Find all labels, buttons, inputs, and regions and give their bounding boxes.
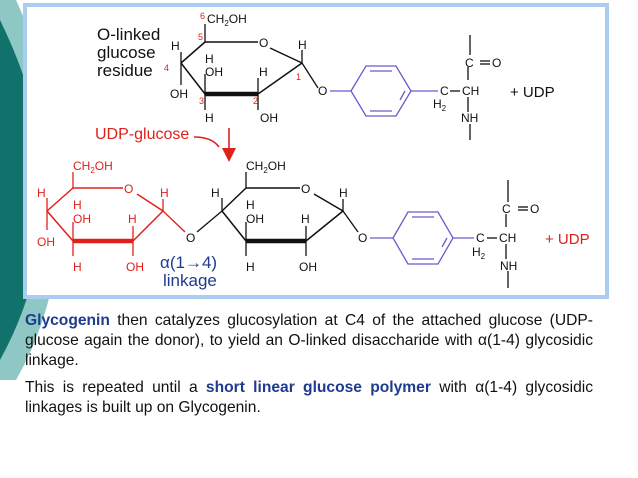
linkage-label: linkage <box>163 271 217 290</box>
top-ch2oh: CH2OH <box>207 12 247 28</box>
left-h-c4: H <box>37 186 46 200</box>
left-ch2oh: CH2OH <box>73 159 113 175</box>
top-oh-c2-bottom: OH <box>260 111 278 125</box>
top-link-oxygen: O <box>318 84 327 98</box>
bottom-carbonyl-o: O <box>530 202 539 216</box>
left-oh-bottom: OH <box>126 260 144 274</box>
top-c3-number: 3 <box>199 96 204 106</box>
top-carbonyl-c: C <box>465 56 474 70</box>
top-tyrosine-chain <box>450 35 490 140</box>
bottom-carbonyl-c: C <box>502 202 511 216</box>
top-c4-number: 4 <box>164 63 169 73</box>
bottom-c-label: C <box>476 231 485 245</box>
left-oh-c4: OH <box>37 235 55 249</box>
top-c-label: C <box>440 84 449 98</box>
right-oh-c4-mid: OH <box>246 212 264 226</box>
bottom-structure: CH2OH O H H H OH H OH H OH O α(1→4) link… <box>37 159 590 290</box>
top-h2-label: H2 <box>433 97 447 113</box>
left-h-bottom: H <box>73 260 82 274</box>
glycogenin-reaction-diagram: O-linked glucose residue 6 CH2OH 5 O H H… <box>37 11 590 290</box>
bottom-tyrosine-chain <box>487 180 528 288</box>
bottom-phenyl-ring <box>370 211 474 265</box>
right-oh-bottom: OH <box>299 260 317 274</box>
right-ring-oxygen: O <box>301 182 310 196</box>
top-h-c3-bottom: H <box>205 111 214 125</box>
left-oh-c4-mid: OH <box>73 212 91 226</box>
glycosidic-bond <box>196 210 223 233</box>
glycogenin-term: Glycogenin <box>25 312 110 329</box>
explanation-paragraph-2: This is repeated until a short linear gl… <box>25 378 593 418</box>
top-oh-c4-mid: OH <box>205 65 223 79</box>
left-h-c2: H <box>128 212 137 226</box>
reaction-arrowhead <box>222 148 236 162</box>
right-ch2oh: CH2OH <box>246 159 286 175</box>
bottom-link-oxygen: O <box>358 231 367 245</box>
top-h-c1: H <box>298 38 307 52</box>
paragraph-2-post: with α(1-4) glycosidic linkages is built… <box>25 379 593 416</box>
o-linked-label-line3: residue <box>97 61 153 80</box>
left-ring-oxygen: O <box>124 182 133 196</box>
top-c1-number: 1 <box>296 72 301 82</box>
left-h-c4-mid: H <box>73 198 82 212</box>
top-h-c4-mid: H <box>205 52 214 66</box>
top-ring-oxygen: O <box>259 36 268 50</box>
top-nh-label: NH <box>461 111 478 125</box>
top-ch-label: CH <box>462 84 479 98</box>
glycosidic-oxygen: O <box>186 231 195 245</box>
top-c2-number: 2 <box>253 96 258 106</box>
paragraph-2-pre: This is repeated until a <box>25 379 206 396</box>
right-h-bottom: H <box>246 260 255 274</box>
top-c5-number: 5 <box>198 32 203 42</box>
top-phenyl-ring <box>330 65 438 117</box>
right-glucose-ring <box>221 172 359 256</box>
alpha-linkage-label: α(1→4) <box>160 253 217 272</box>
bottom-h2-label: H2 <box>472 245 486 261</box>
right-h-c2: H <box>301 212 310 226</box>
bottom-nh-label: NH <box>500 259 517 273</box>
o-linked-label-line1: O-linked <box>97 25 160 44</box>
top-oh-c3: OH <box>170 87 188 101</box>
left-h-c1: H <box>160 186 169 200</box>
top-h-c2-mid: H <box>259 65 268 79</box>
right-h-c5: H <box>211 186 220 200</box>
right-h-c4: H <box>246 198 255 212</box>
top-h-c5: H <box>171 39 180 53</box>
explanation-paragraph-1: Glycogenin then catalyzes glucosylation … <box>25 311 593 371</box>
top-c6-number: 6 <box>200 11 205 21</box>
top-carbonyl-o: O <box>492 56 501 70</box>
short-linear-polymer-term: short linear glucose polymer <box>205 379 431 396</box>
bottom-udp-label: + UDP <box>545 231 590 248</box>
bottom-ch-label: CH <box>499 231 516 245</box>
top-udp-label: + UDP <box>510 84 555 101</box>
top-structure: O-linked glucose residue 6 CH2OH 5 O H H… <box>97 11 555 140</box>
left-glucose-ring <box>46 172 186 256</box>
right-h-c1: H <box>339 186 348 200</box>
top-glucose-ring <box>180 24 319 110</box>
paragraph-1-text: then catalyzes glucosylation at C4 of th… <box>25 312 593 369</box>
diagram-frame <box>23 3 609 299</box>
udp-glucose-label: UDP-glucose <box>95 126 189 143</box>
o-linked-label-line2: glucose <box>97 43 156 62</box>
